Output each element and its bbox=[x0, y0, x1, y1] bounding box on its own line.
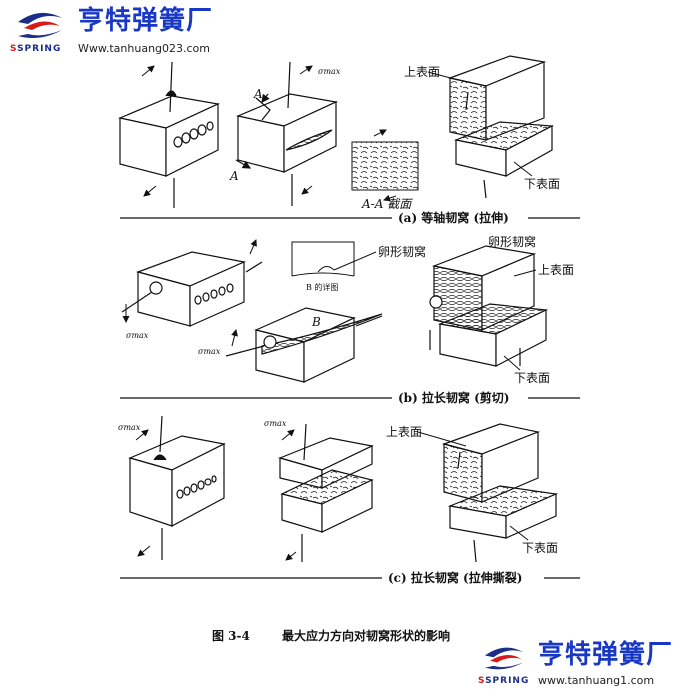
logo-text: SSPRING bbox=[10, 44, 62, 54]
block-c1 bbox=[128, 415, 226, 560]
stress-label: σmax bbox=[118, 423, 141, 432]
block-c2 bbox=[278, 423, 374, 562]
leader-line bbox=[509, 525, 529, 541]
detail-caption: B 的详图 bbox=[306, 282, 338, 292]
panel-b: σmax B σmax 卵形韧窝 B 的详图 bbox=[120, 234, 580, 406]
arrow-icon bbox=[231, 329, 238, 347]
stress-label: σmax bbox=[126, 331, 149, 340]
leader-line bbox=[427, 71, 459, 81]
caption-a: (a) 等轴韧窝 (拉伸) bbox=[398, 210, 509, 225]
leader-line bbox=[417, 431, 467, 447]
arrow-icon bbox=[135, 429, 149, 441]
block-a1 bbox=[118, 61, 220, 208]
fracture-surfaces-a bbox=[447, 55, 555, 199]
section-mark-top: A bbox=[253, 87, 263, 101]
leader-line bbox=[503, 355, 521, 371]
stress-label: σmax bbox=[318, 67, 341, 76]
brand-name: 亨特弹簧厂 bbox=[78, 6, 214, 36]
figure-number: 图 3-4 bbox=[212, 629, 250, 643]
watermark-bottom: SSPRING 亨特弹簧厂 www.tanhuang1.com bbox=[478, 642, 673, 690]
oval-dimple-detail-label: 卵形韧窝 bbox=[488, 234, 536, 249]
panel-c: σmax σmax 上表面 下表面 bbox=[118, 415, 580, 586]
figure-title: 最大应力方向对韧窝形状的影响 bbox=[282, 628, 450, 643]
arrow-icon bbox=[249, 239, 257, 255]
upper-surface-label: 上表面 bbox=[538, 263, 574, 277]
block-b2 bbox=[225, 307, 383, 383]
oval-dimple-label: 卵形韧窝 bbox=[378, 244, 426, 259]
website-url: www.tanhuang1.com bbox=[538, 674, 655, 687]
arrow-icon bbox=[137, 545, 151, 557]
arrow-icon bbox=[301, 185, 313, 195]
lower-surface-label: 下表面 bbox=[514, 371, 550, 385]
caption-bg bbox=[392, 390, 528, 406]
arrow-icon bbox=[299, 65, 313, 75]
upper-surface-label: 上表面 bbox=[404, 65, 440, 79]
upper-surface-label: 上表面 bbox=[386, 425, 422, 439]
arrow-icon bbox=[141, 65, 155, 77]
arrow-icon bbox=[285, 551, 297, 561]
fracture-surfaces-c bbox=[441, 423, 559, 563]
fracture-surfaces-b bbox=[429, 245, 549, 367]
panel-a: A A σmax A-A 截面 上表面 下表面 (a) 等轴韧窝 (拉伸 bbox=[118, 55, 580, 226]
logo-text: SSPRING bbox=[478, 676, 530, 686]
caption-b: (b) 拉长韧窝 (剪切) bbox=[398, 390, 509, 405]
spring-logo-icon: SSPRING bbox=[478, 642, 530, 690]
caption-c: (c) 拉长韧窝 (拉伸撕裂) bbox=[388, 570, 522, 585]
arrow-icon bbox=[143, 185, 157, 197]
leader-line bbox=[513, 269, 537, 277]
block-a2 bbox=[235, 61, 338, 206]
section-mark-bottom: A bbox=[229, 169, 239, 183]
stress-label: σmax bbox=[264, 419, 287, 428]
section-label: A-A 截面 bbox=[361, 197, 413, 211]
lower-surface-label: 下表面 bbox=[522, 541, 558, 555]
detail-b bbox=[291, 241, 377, 277]
brand-name: 亨特弹簧厂 bbox=[538, 640, 674, 670]
section-aa bbox=[351, 129, 419, 202]
arrow-icon bbox=[281, 429, 295, 441]
website-url: Www.tanhuang023.com bbox=[78, 42, 211, 55]
leader-line bbox=[513, 161, 533, 177]
watermark-top: SSPRING 亨特弹簧厂 Www.tanhuang023.com bbox=[10, 8, 213, 55]
block-mark: B bbox=[311, 315, 321, 329]
caption-bg bbox=[382, 570, 544, 586]
lower-surface-label: 下表面 bbox=[524, 177, 560, 191]
caption-bg bbox=[392, 210, 528, 226]
spring-logo-icon: SSPRING bbox=[10, 8, 70, 54]
block-b1 bbox=[121, 251, 263, 327]
stress-label: σmax bbox=[198, 347, 221, 356]
